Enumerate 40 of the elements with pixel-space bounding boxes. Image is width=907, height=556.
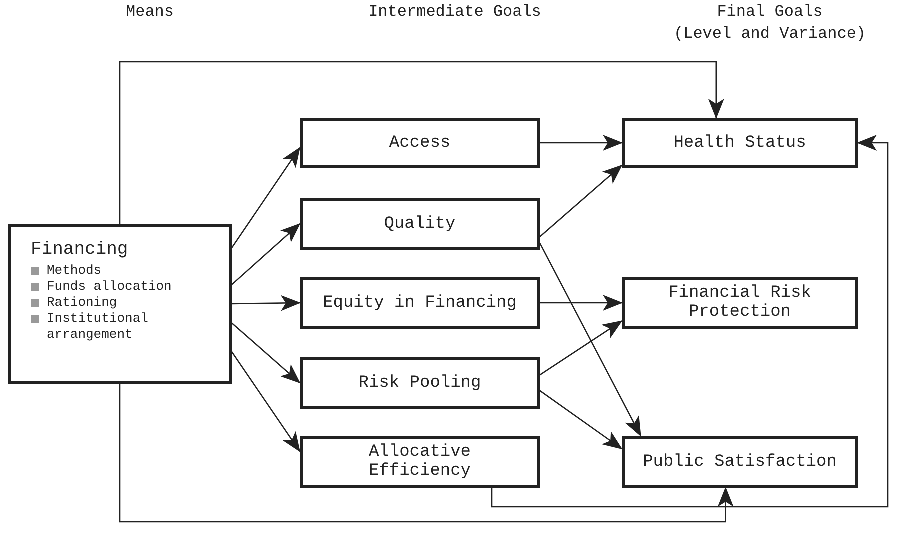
intermediate-goal-box (300, 118, 540, 168)
final-goal-box (622, 277, 858, 329)
arrow (119, 61, 724, 224)
box-heading: Financing (31, 239, 130, 261)
box-label: Health Status (672, 134, 808, 152)
arrow (232, 295, 301, 312)
intermediate-goal-box (300, 198, 540, 250)
bullet-text: Methods (47, 263, 103, 279)
arrow (540, 320, 623, 376)
box-label: Access (388, 134, 452, 152)
arrow (119, 384, 734, 523)
means-box (8, 224, 232, 384)
arrow (540, 164, 623, 238)
bullet-text: Rationing (47, 295, 118, 311)
arrow (540, 135, 623, 151)
arrow (539, 242, 642, 437)
arrow (231, 147, 301, 248)
arrow (540, 390, 623, 450)
box-label: Financial Risk Protection (668, 284, 812, 322)
intermediate-goal-box (300, 277, 540, 329)
box-label: Equity in Financing (322, 294, 518, 312)
column-heading: Means (126, 3, 174, 21)
intermediate-goal-box (300, 436, 540, 488)
bullet-text: Funds allocation (47, 279, 173, 295)
intermediate-goal-box (300, 357, 540, 409)
box-label: Quality (383, 214, 457, 234)
arrow (231, 352, 301, 452)
column-heading: Final Goals (717, 3, 823, 21)
box-label: Public Satisfaction (642, 452, 838, 472)
column-heading: (Level and Variance) (674, 25, 866, 43)
box-label: Risk Pooling (358, 374, 482, 392)
final-goal-box (622, 436, 858, 488)
arrow (491, 135, 889, 508)
column-heading: Intermediate Goals (368, 3, 542, 21)
box-label: Allocative Efficiency (368, 443, 472, 481)
final-goal-box (622, 118, 858, 168)
arrow (232, 223, 301, 286)
arrow (540, 295, 623, 311)
bullet-text: Institutional arrangement (47, 311, 150, 343)
arrow (232, 322, 301, 384)
